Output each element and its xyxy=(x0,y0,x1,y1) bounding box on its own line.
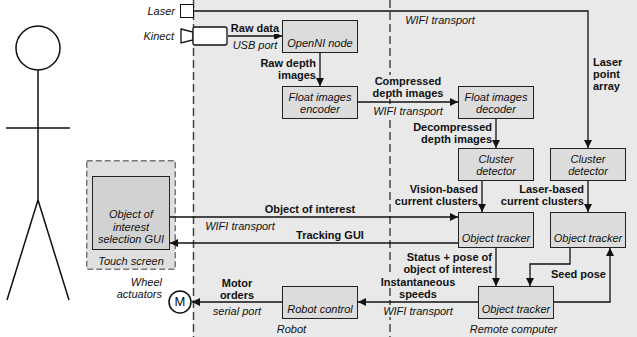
note-label-box: WIFI transport xyxy=(378,305,458,317)
node-label: Laser xyxy=(147,5,175,17)
process-box: Cluster detector xyxy=(458,148,534,181)
box-label: Object tracker xyxy=(459,232,533,245)
note-label: USB port xyxy=(233,39,278,51)
note-label: WIFI transport xyxy=(373,105,443,117)
flow-arrow xyxy=(170,242,458,243)
flow-arrow xyxy=(481,181,482,212)
gui-box: Object of interest selection GUI xyxy=(92,176,170,250)
edge-label-box: Instantaneous speeds xyxy=(368,276,468,300)
note-label: Wheel actuators xyxy=(117,276,162,300)
flow-arrow xyxy=(194,11,588,148)
motor-outline xyxy=(169,291,191,313)
edge-label-box: Raw data xyxy=(229,22,281,34)
edge-label-box: Compressed depth images xyxy=(361,75,455,99)
box-label: OpenNI node xyxy=(283,37,357,50)
flow-arrow xyxy=(530,248,570,286)
camera-lens xyxy=(181,29,193,43)
node-label: Remote computer xyxy=(390,323,637,335)
flow-arrow xyxy=(495,248,496,286)
box-label: Cluster detector xyxy=(459,153,533,178)
box-label: Float images encoder xyxy=(283,91,357,116)
process-box: Object tracker xyxy=(550,212,626,248)
edge-label-box: Decompressed depth images xyxy=(396,121,492,145)
node-label: Touch screen xyxy=(86,255,176,267)
flow-arrow xyxy=(228,35,282,36)
flow-arrow xyxy=(495,119,496,148)
box-label: Float images decoder xyxy=(459,91,533,116)
person-head xyxy=(16,26,60,70)
edge-label: Laser-based current clusters xyxy=(501,183,584,207)
flow-arrow xyxy=(319,53,320,86)
note-label-box: USB port xyxy=(229,39,281,51)
motor-circle: M xyxy=(168,290,192,314)
process-box: Float images encoder xyxy=(282,86,358,119)
box-label: Robot control xyxy=(283,303,357,316)
node-label: Robot xyxy=(193,323,390,335)
box-label: Object of interest selection GUI xyxy=(93,208,169,246)
process-box: OpenNI node xyxy=(282,20,358,53)
process-box: Cluster detector xyxy=(550,148,626,181)
note-label: WIFI transport xyxy=(383,305,453,317)
camera-body xyxy=(193,27,227,45)
edge-label-box: Laser point array xyxy=(593,56,633,92)
edge-label: Raw data xyxy=(231,22,279,34)
note-label: serial port xyxy=(213,305,261,317)
edge-label: Laser point array xyxy=(593,56,622,92)
edge-label-box: Raw depth images xyxy=(226,57,316,81)
person-figure xyxy=(6,26,70,300)
box-label: Cluster detector xyxy=(551,153,625,178)
touch-screen-group: Touch screen Object of interest selection… xyxy=(86,160,176,270)
edge-label: Status + pose of object of interest xyxy=(403,251,492,275)
person-leg xyxy=(38,200,69,300)
flow-arrow xyxy=(358,101,458,102)
region-divider xyxy=(193,0,195,337)
process-box: Robot control xyxy=(282,286,358,319)
edge-label-box: Motor orders xyxy=(207,277,267,301)
note-label-box: WIFI transport xyxy=(400,14,480,26)
note-label-box: WIFI transport xyxy=(361,105,455,117)
note-label-box: serial port xyxy=(197,305,277,317)
note-label: WIFI transport xyxy=(405,14,475,26)
edge-label: Tracking GUI xyxy=(296,229,364,241)
edge-label-box: Status + pose of object of interest xyxy=(398,251,492,275)
laser-sensor: Laser xyxy=(180,4,194,18)
person-leg xyxy=(7,200,38,300)
process-box: Float images decoder xyxy=(458,86,534,119)
edge-label-box: Laser-based current clusters xyxy=(498,183,584,207)
touch-screen-outline xyxy=(87,161,176,270)
edge-label-box: Tracking GUI xyxy=(290,229,370,241)
edge-label-box: Seed pose xyxy=(546,268,606,280)
note-label-box: WIFI transport xyxy=(200,220,280,232)
flow-arrow xyxy=(358,301,478,302)
process-box: Object tracker xyxy=(478,286,554,319)
person-body xyxy=(37,70,39,200)
box-label: Object tracker xyxy=(479,303,553,316)
node-label: M xyxy=(168,290,192,314)
box-label: Object tracker xyxy=(551,232,625,245)
edge-label: Compressed depth images xyxy=(373,75,444,99)
process-box: Object tracker xyxy=(458,212,534,248)
flow-arrow xyxy=(192,301,282,302)
edge-label: Object of interest xyxy=(265,203,355,215)
node-label: Kinect xyxy=(143,30,174,42)
edge-label: Decompressed depth images xyxy=(413,121,492,145)
person-arms xyxy=(6,127,70,129)
flow-arrow xyxy=(587,181,588,212)
edge-label-box: Object of interest xyxy=(250,203,370,215)
edge-label: Seed pose xyxy=(551,268,606,280)
robot-ground xyxy=(193,0,390,337)
flow-arrow xyxy=(170,216,458,217)
edge-label: Motor orders xyxy=(220,277,254,301)
edge-label: Vision-based current clusters xyxy=(395,183,478,207)
edge-label: Raw depth images xyxy=(260,57,316,81)
note-label: WIFI transport xyxy=(205,220,275,232)
note-label-box: Wheel actuators xyxy=(100,276,162,300)
camera-icon xyxy=(180,26,228,46)
kinect-camera: Kinect xyxy=(180,26,228,46)
edge-label-box: Vision-based current clusters xyxy=(392,183,478,207)
edge-label: Instantaneous speeds xyxy=(381,276,456,300)
